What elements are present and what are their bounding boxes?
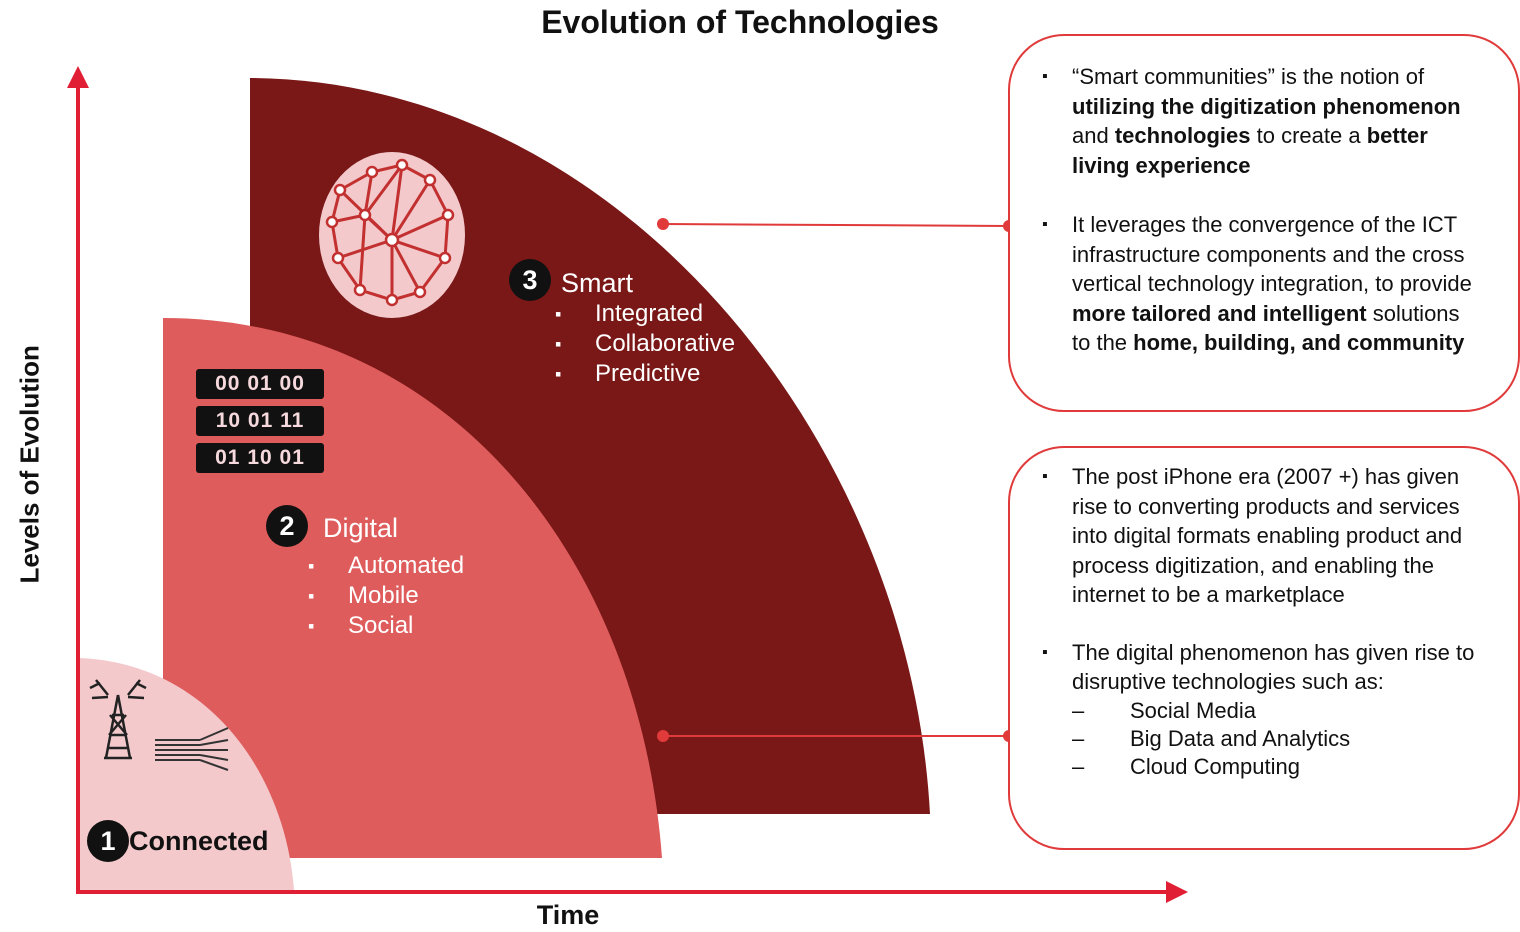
- connected-region: [78, 658, 294, 890]
- binary-code-row: 10 01 11: [196, 406, 324, 436]
- stage-number-badge: 3: [509, 259, 551, 301]
- info-box-smart: “Smart communities” is the notion of uti…: [1008, 34, 1520, 412]
- info-box-digital: The post iPhone era (2007 +) has given r…: [1008, 446, 1520, 850]
- feature-item: Mobile: [308, 581, 464, 611]
- disruptive-tech-list: –Social Media –Big Data and Analytics –C…: [1072, 697, 1485, 781]
- network-globe-icon: [319, 152, 465, 318]
- feature-item: Integrated: [555, 299, 735, 329]
- diagram-title: Evolution of Technologies: [541, 4, 939, 40]
- stage-title-digital: Digital: [323, 513, 399, 543]
- stage-number-badge: 2: [266, 505, 308, 547]
- x-axis: [76, 881, 1188, 903]
- info-bullet: The digital phenomenon has given rise to…: [1040, 638, 1485, 781]
- connector-top: [657, 218, 1015, 232]
- y-axis: [67, 66, 89, 892]
- radio-tower-icon: [89, 679, 147, 760]
- feature-item: Social: [308, 611, 464, 641]
- info-bullet: It leverages the convergence of the ICT …: [1040, 210, 1480, 358]
- info-bullet: The post iPhone era (2007 +) has given r…: [1040, 462, 1485, 610]
- sub-list-item: –Social Media: [1072, 697, 1256, 723]
- fiber-cable-icon: [155, 727, 229, 771]
- sub-list-item: –Big Data and Analytics: [1072, 725, 1351, 751]
- feature-item: Predictive: [555, 359, 735, 389]
- smart-features-list: Integrated Collaborative Predictive: [555, 299, 735, 389]
- feature-item: Automated: [308, 551, 464, 581]
- binary-code-row: 00 01 00: [196, 369, 324, 399]
- stage-number-badge: 1: [87, 820, 129, 862]
- y-axis-label: Levels of Evolution: [14, 345, 45, 584]
- binary-code-row: 01 10 01: [196, 443, 324, 473]
- binary-code-icon: 00 01 00 10 01 11 01 10 01: [196, 369, 324, 480]
- x-axis-label: Time: [536, 900, 600, 930]
- digital-features-list: Automated Mobile Social: [308, 551, 464, 641]
- info-bullet: “Smart communities” is the notion of uti…: [1040, 62, 1480, 180]
- feature-item: Collaborative: [555, 329, 735, 359]
- stage-title-smart: Smart: [561, 268, 634, 298]
- sub-list-item: –Cloud Computing: [1072, 753, 1300, 779]
- stage-title-connected: Connected: [129, 826, 269, 856]
